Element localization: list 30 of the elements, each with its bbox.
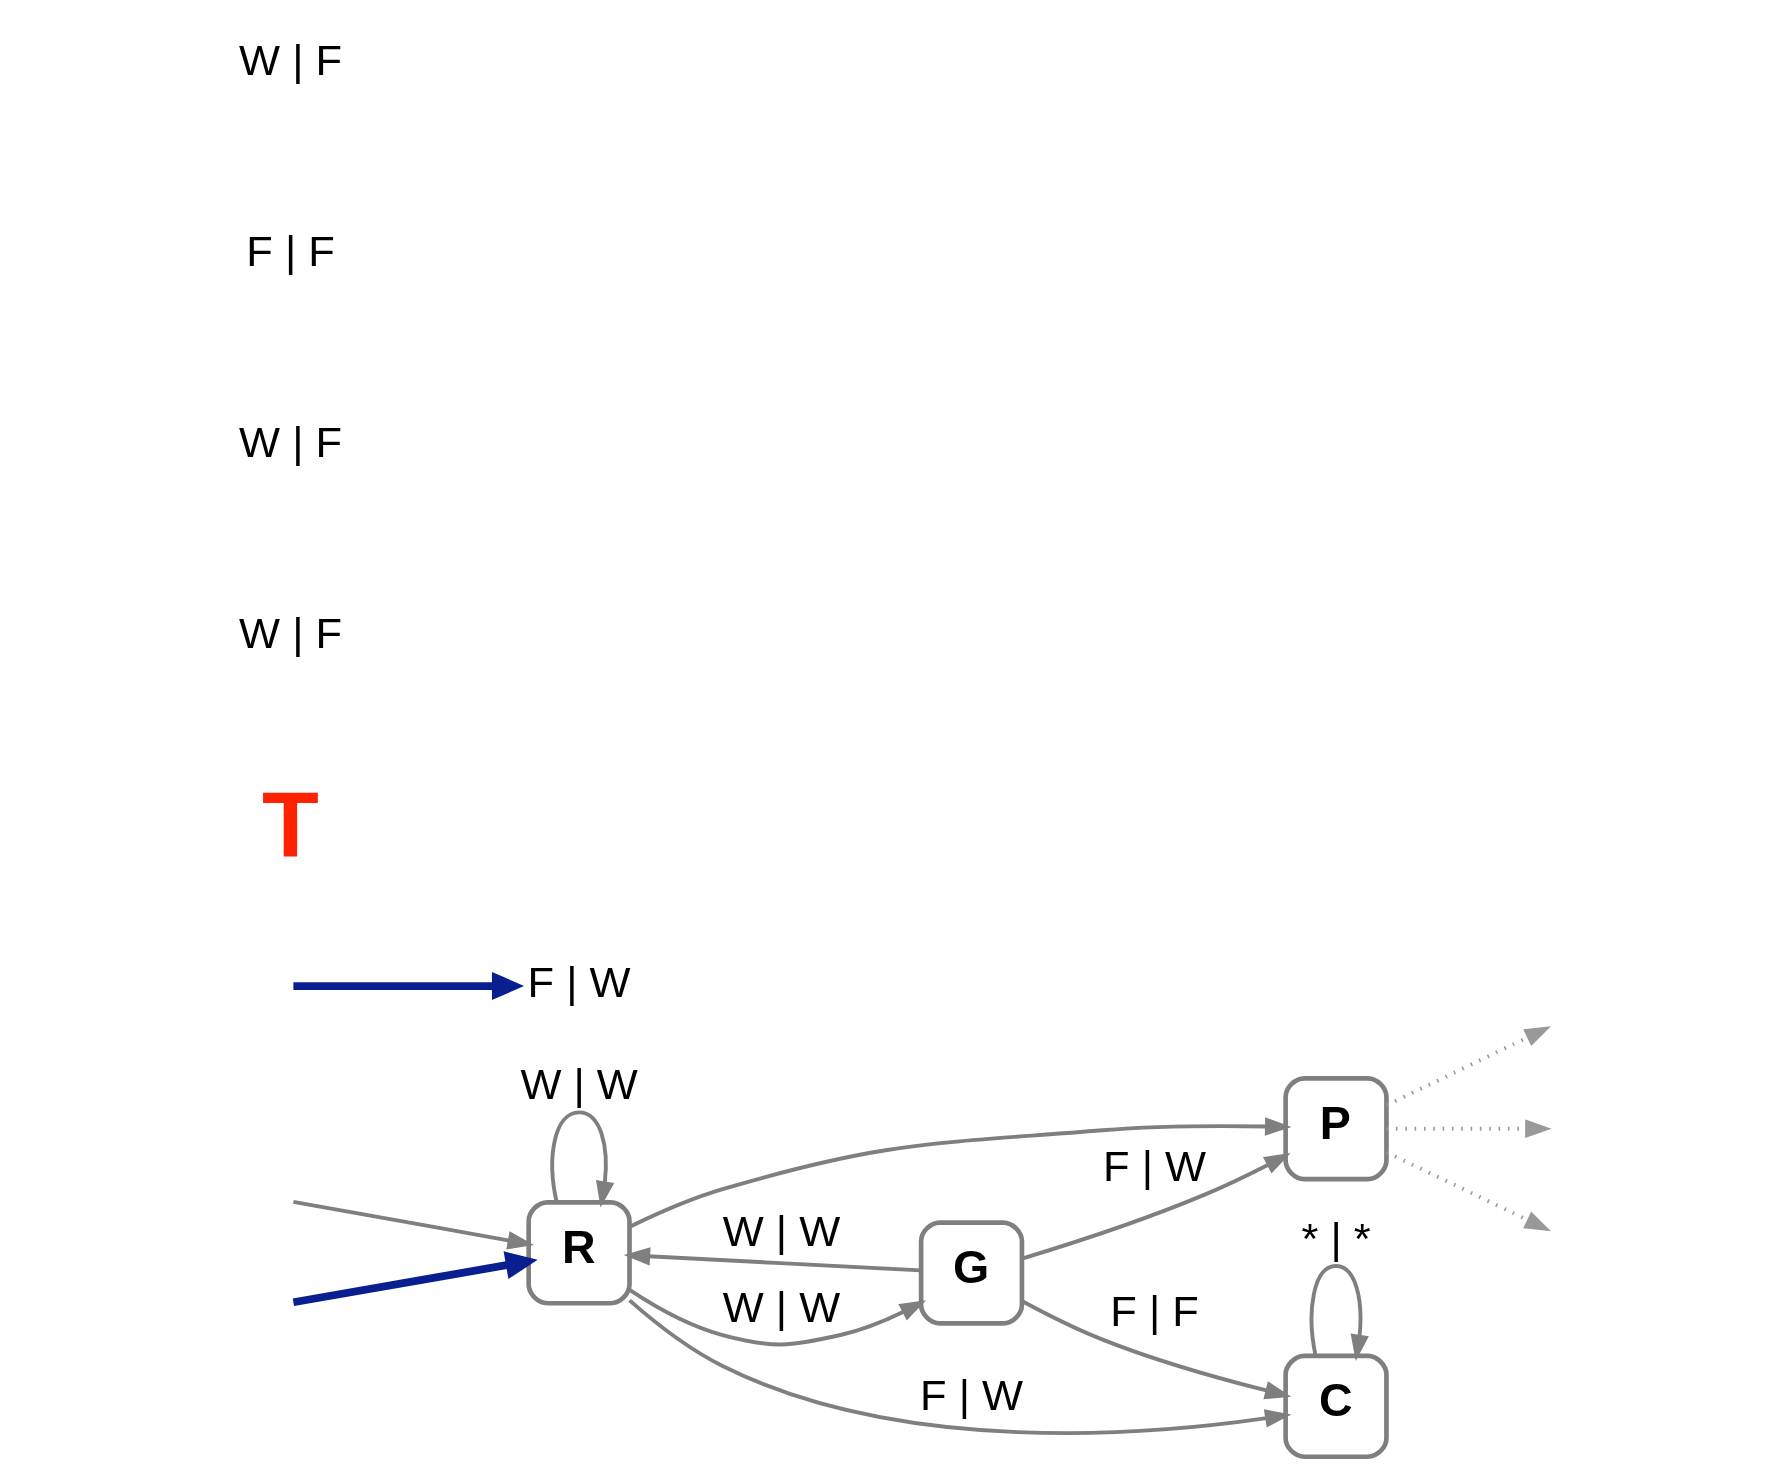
edge-label: F | F (1110, 1287, 1199, 1336)
arrow (1385, 1150, 1551, 1232)
arrow (1385, 1026, 1551, 1107)
label: W | F (239, 417, 343, 466)
edge-label: W | W (520, 1060, 638, 1109)
arrow (550, 1110, 615, 1208)
arrow (628, 1288, 927, 1347)
arrow (1386, 1119, 1552, 1138)
edge-label: W | W (722, 1282, 841, 1331)
arrow (1021, 1299, 1292, 1400)
node-box: P (1283, 1075, 1389, 1182)
label: W | F (239, 36, 343, 85)
arrow (1309, 1264, 1369, 1362)
edge-label: * | * (1301, 1213, 1371, 1262)
arrow (1021, 1153, 1291, 1261)
node-box: C (1283, 1353, 1389, 1460)
label: W | F (239, 608, 343, 657)
label: F | F (246, 227, 335, 276)
node-box: G (918, 1220, 1025, 1326)
edge-label: W | W (722, 1206, 841, 1255)
node-box: R (526, 1200, 632, 1306)
arrow (623, 1247, 922, 1273)
arrow (628, 1298, 1292, 1435)
arrow (293, 1199, 534, 1250)
edge-label: F | W (920, 1371, 1023, 1420)
label: T (261, 773, 319, 878)
edge-label: F | W (1103, 1141, 1207, 1190)
arrow (629, 1117, 1292, 1229)
arrow (292, 1251, 538, 1307)
node-text: F | W (527, 957, 631, 1006)
